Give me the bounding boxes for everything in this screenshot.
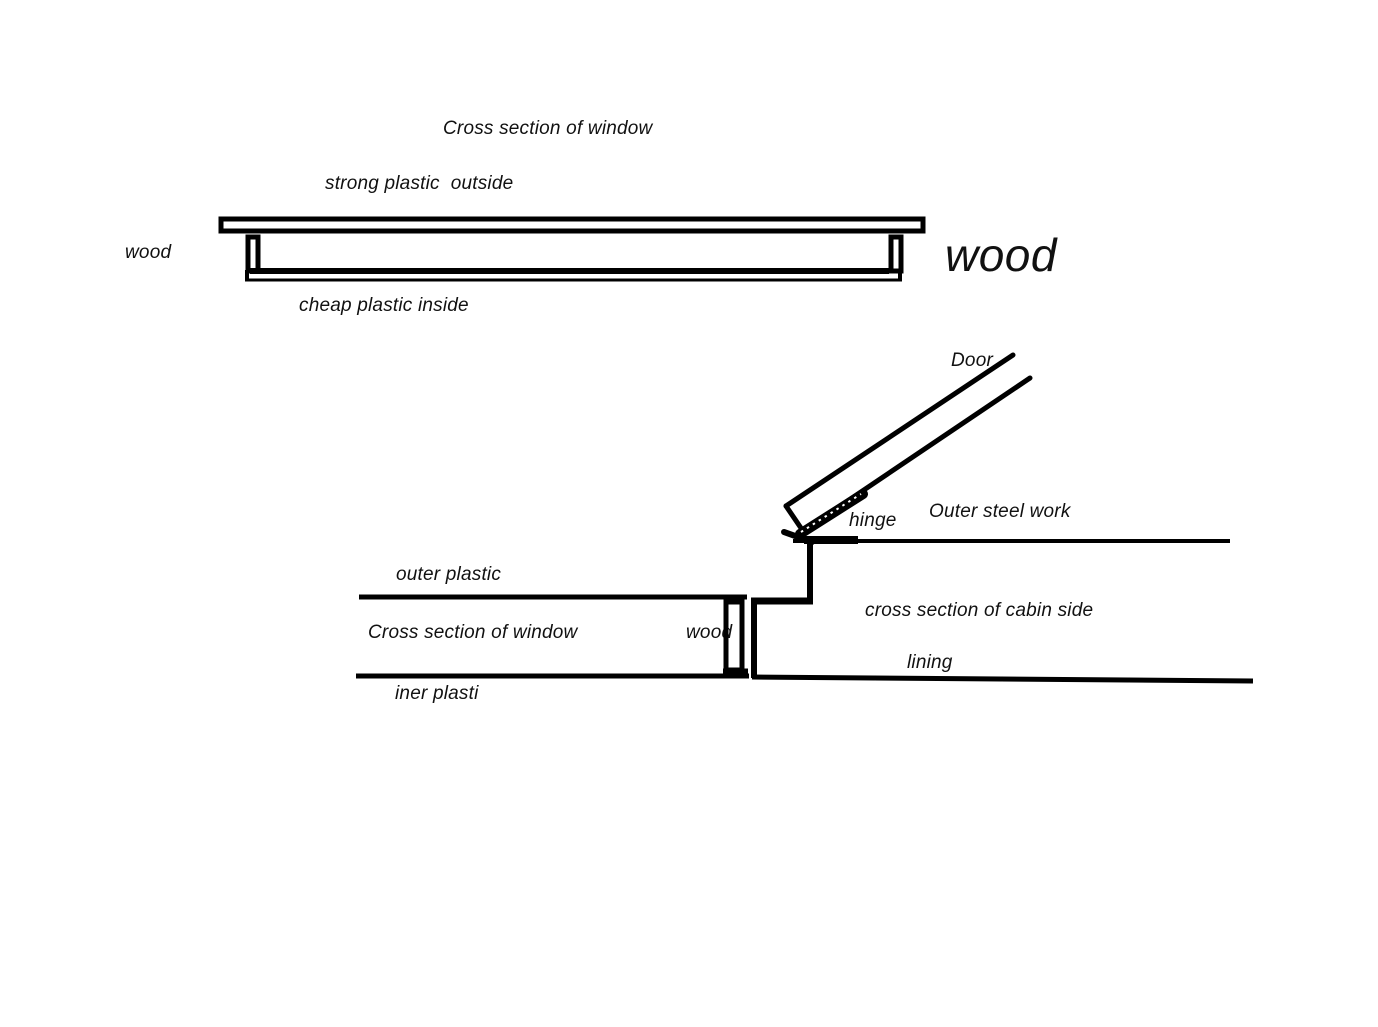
label-hinge: hinge — [849, 510, 897, 531]
top-window-title: Cross section of window — [443, 118, 653, 139]
label-lining: lining — [907, 652, 953, 673]
label-iner-plasti: iner plasti — [395, 683, 479, 704]
label-door: Door — [951, 350, 993, 371]
bottom-window-title: Cross section of window — [368, 622, 578, 643]
label-wood-post: wood — [686, 622, 733, 643]
window-cross-section-top — [218, 216, 926, 282]
label-wood-left: wood — [125, 242, 172, 263]
label-outer-plastic: outer plastic — [396, 564, 502, 585]
lining-line — [751, 674, 1254, 684]
door-outer-line — [783, 352, 1016, 509]
door-corner-wedge — [781, 529, 815, 545]
label-cabin-side: cross section of cabin side — [865, 600, 1094, 621]
label-strong-plastic-outside: strong plastic outside — [325, 173, 514, 194]
right-wood-post — [888, 234, 904, 274]
label-outer-steel-work: Outer steel work — [929, 501, 1071, 522]
left-wood-post — [245, 234, 261, 274]
door-end-cap — [783, 503, 806, 534]
outer-pane-bar — [218, 216, 926, 234]
label-wood-large: wood — [945, 229, 1057, 281]
label-cheap-plastic-inside: cheap plastic inside — [299, 295, 469, 316]
